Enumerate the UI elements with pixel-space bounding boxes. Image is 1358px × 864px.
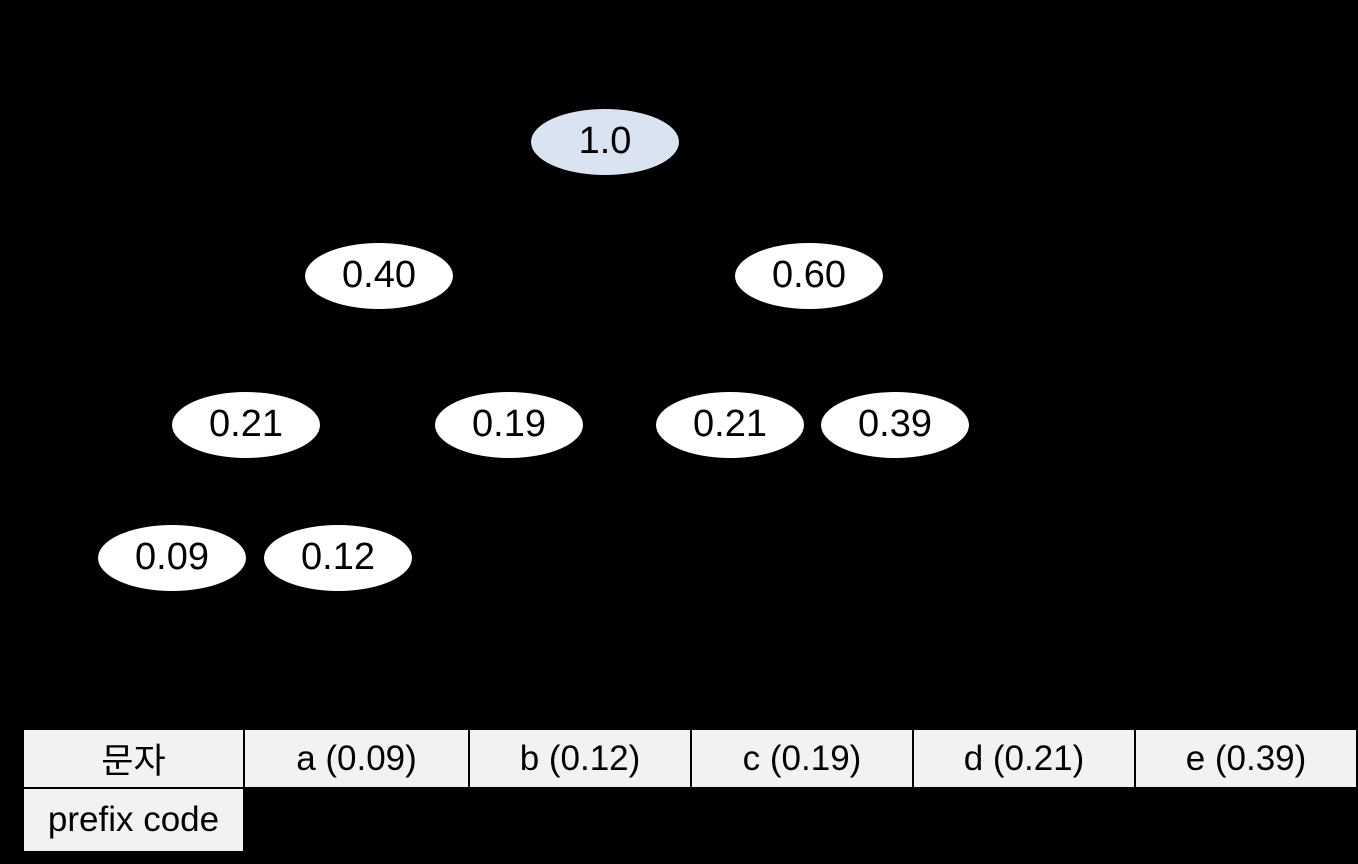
tree-node-0-21-right: 0.21	[656, 392, 804, 458]
table-cell-char-d: d (0.21)	[912, 728, 1136, 789]
tree-node-label: 0.60	[772, 254, 846, 296]
tree-node-label: 0.19	[472, 403, 546, 445]
table-cell-char-a: a (0.09)	[243, 728, 470, 789]
tree-node-label: 1.0	[578, 120, 632, 162]
tree-node-label: 0.12	[301, 536, 375, 578]
table-cell-char-b: b (0.12)	[468, 728, 692, 789]
table-cell-prefix-e	[1134, 787, 1358, 853]
table-cell-prefix-d	[912, 787, 1136, 853]
tree-node-0-21-left: 0.21	[172, 392, 320, 458]
table-cell-prefix-b	[468, 787, 692, 853]
tree-node-0-09: 0.09	[98, 525, 246, 591]
tree-node-label: 0.21	[209, 403, 283, 445]
character-row: 문자 a (0.09) b (0.12) c (0.19) d (0.21) e…	[22, 728, 1358, 789]
tree-node-0-40: 0.40	[305, 243, 453, 309]
tree-node-0-60: 0.60	[735, 243, 883, 309]
table-cell-prefix-header: prefix code	[22, 787, 245, 853]
table-cell-char-c: c (0.19)	[690, 728, 914, 789]
tree-node-0-12: 0.12	[264, 525, 412, 591]
table-cell-char-header: 문자	[22, 728, 245, 789]
tree-node-root: 1.0	[531, 109, 679, 175]
tree-node-label: 0.39	[858, 403, 932, 445]
tree-node-0-19: 0.19	[435, 392, 583, 458]
tree-node-label: 0.21	[693, 403, 767, 445]
prefix-code-row: prefix code	[22, 787, 1358, 853]
tree-node-label: 0.09	[135, 536, 209, 578]
table-cell-prefix-a	[243, 787, 470, 853]
table-cell-prefix-c	[690, 787, 914, 853]
table-cell-char-e: e (0.39)	[1134, 728, 1358, 789]
tree-node-label: 0.40	[342, 254, 416, 296]
tree-node-0-39: 0.39	[821, 392, 969, 458]
prefix-code-table: 문자 a (0.09) b (0.12) c (0.19) d (0.21) e…	[22, 728, 1358, 853]
